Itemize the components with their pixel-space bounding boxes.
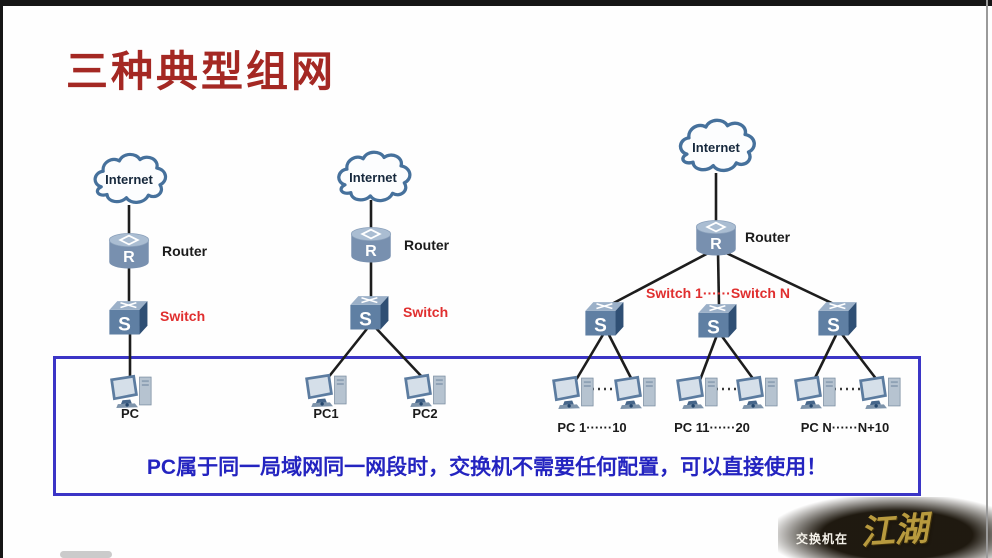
lan-note-text: PC属于同一局域网同一网段时，交换机不需要任何配置，可以直接使用！ [146,456,828,479]
watermark-brand-text: 江湖 [858,508,930,554]
switch-icon: S [696,300,742,338]
pc-icon [733,373,781,411]
lan-boundary-box [53,356,921,496]
watermark-prefix-text: 交换机在 [796,532,849,546]
top-black-bar [0,0,992,6]
switch-label: Switch [403,304,449,320]
pc-group1-label: PC 1······10 [557,420,627,435]
internet-label: Internet [692,140,740,155]
pc2-label: PC2 [412,406,438,421]
switch-label: Switch [160,308,206,324]
svg-text:S: S [359,309,372,330]
internet-label: Internet [349,170,397,185]
svg-text:R: R [365,242,377,260]
pc-icon [611,373,659,411]
router-icon: R [349,226,393,264]
switch-icon: S [348,292,394,330]
svg-text:S: S [118,314,131,335]
router-label: Router [404,237,450,253]
pc-icon [107,372,155,410]
pc-icon [856,373,904,411]
router-label: Router [745,229,791,245]
switch-icon: S [816,298,862,336]
svg-text:S: S [827,315,840,336]
bottom-left-artifact [60,551,112,558]
pc-group3-label: PC N······N+10 [800,420,890,435]
switch-icon: S [107,297,153,335]
internet-label: Internet [105,172,153,187]
pc-icon [302,371,350,409]
pc-group2-label: PC 11······20 [674,420,750,435]
watermark-logo: 交换机在 江湖 [778,497,992,558]
right-edge-line [986,0,988,558]
topology3-links [574,173,879,391]
pc-icon [673,373,721,411]
left-edge-bar [0,0,3,558]
router-icon: R [694,219,738,257]
pc-label: PC [120,406,140,421]
watermark-background [778,497,992,558]
pc1-label: PC1 [313,406,339,421]
pc-icon [791,373,839,411]
svg-text:R: R [710,235,722,253]
switch-icon: S [583,298,629,336]
svg-text:S: S [594,315,607,336]
svg-text:S: S [707,317,720,338]
pc-icon [549,373,597,411]
svg-text:R: R [123,248,135,266]
router-label: Router [162,243,208,259]
slide-title: 三种典型组网 [66,48,337,95]
switch-range-label: Switch 1······Switch N [646,285,790,301]
pc-icon [401,371,449,409]
router-icon: R [107,232,151,270]
